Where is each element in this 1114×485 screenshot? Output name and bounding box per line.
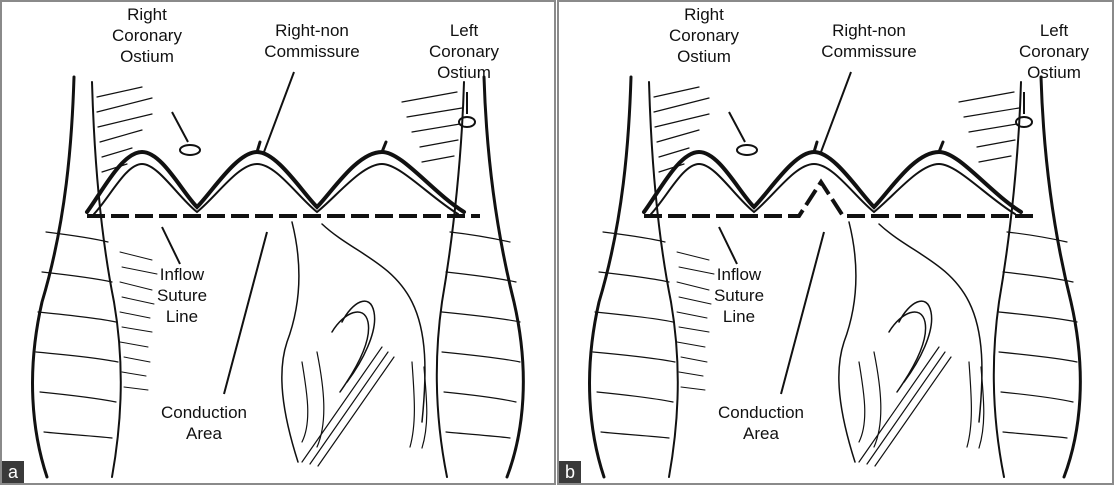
label-right-non-commissure: Right-non Commissure: [247, 20, 377, 62]
label-conduction-area: Conduction Area: [691, 402, 831, 444]
leader-conduction-area: [781, 232, 824, 394]
cusp-outline: [87, 152, 464, 212]
panel-b: Right Coronary Ostium Right-non Commissu…: [557, 0, 1114, 485]
leader-right-non-commissure: [264, 72, 294, 152]
label-right-coronary-ostium: Right Coronary Ostium: [649, 4, 759, 67]
label-left-coronary-ostium: Left Coronary Ostium: [414, 20, 514, 83]
aortic-wall-left: [590, 77, 631, 477]
leader-right-coronary-ostium: [729, 112, 745, 142]
label-inflow-suture-line: Inflow Suture Line: [694, 264, 784, 327]
aortic-wall-left: [33, 77, 74, 477]
label-conduction-area: Conduction Area: [134, 402, 274, 444]
right-coronary-ostium-mark: [180, 145, 200, 155]
leader-right-non-commissure: [821, 72, 851, 152]
leader-inflow-suture-line: [162, 227, 180, 264]
panel-a: Right Coronary Ostium Right-non Commissu…: [0, 0, 556, 485]
label-right-non-commissure: Right-non Commissure: [804, 20, 934, 62]
panel-tag-a: a: [2, 461, 24, 483]
right-coronary-ostium-mark: [737, 145, 757, 155]
leader-conduction-area: [224, 232, 267, 394]
label-left-coronary-ostium: Left Coronary Ostium: [1004, 20, 1104, 83]
label-inflow-suture-line: Inflow Suture Line: [137, 264, 227, 327]
leader-right-coronary-ostium: [172, 112, 188, 142]
panel-tag-b: b: [559, 461, 581, 483]
label-right-coronary-ostium: Right Coronary Ostium: [92, 4, 202, 67]
leader-inflow-suture-line: [719, 227, 737, 264]
